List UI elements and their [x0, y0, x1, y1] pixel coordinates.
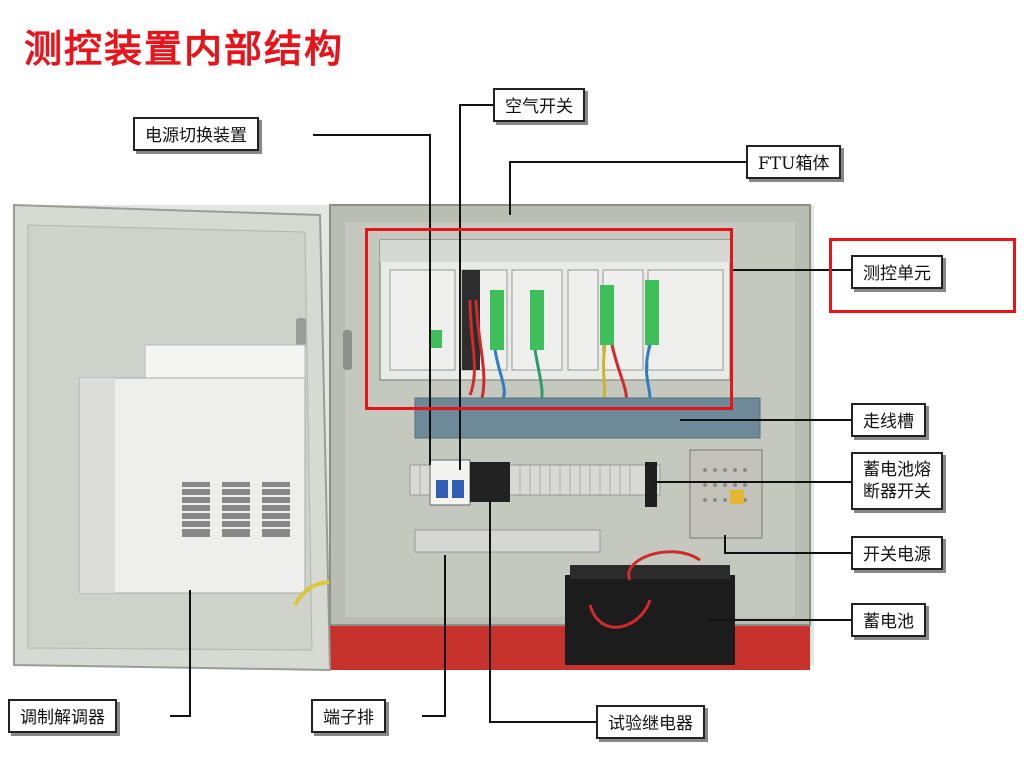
label-battery-fuse-switch: 蓄电池熔 断器开关 [851, 452, 943, 510]
label-test-relay: 试验继电器 [596, 705, 705, 739]
label-battery-fuse-line2: 断器开关 [863, 482, 931, 502]
battery-device [565, 575, 735, 665]
test-relay-device [470, 462, 510, 502]
label-modem: 调制解调器 [8, 699, 117, 733]
terminal-strip-lower [414, 529, 601, 553]
wire-duct [414, 397, 761, 439]
leader-lines [170, 104, 852, 723]
control-unit-highlight [365, 228, 733, 410]
label-ftu-box: FTU箱体 [746, 145, 842, 179]
label-control-unit: 测控单元 [851, 255, 943, 289]
page-title: 测控装置内部结构 [24, 27, 345, 71]
battery-fuse-device [645, 462, 657, 507]
label-air-switch: 空气开关 [493, 88, 585, 122]
label-battery: 蓄电池 [851, 603, 926, 637]
control-unit-label-highlight [829, 238, 1016, 313]
label-terminal-block: 端子排 [311, 699, 386, 733]
label-switching-power: 开关电源 [851, 536, 943, 570]
label-wire-duct: 走线槽 [851, 403, 926, 437]
label-battery-fuse-line1: 蓄电池熔 [863, 460, 931, 480]
label-power-switch-device: 电源切换装置 [133, 117, 259, 151]
switching-power-device [689, 449, 763, 539]
